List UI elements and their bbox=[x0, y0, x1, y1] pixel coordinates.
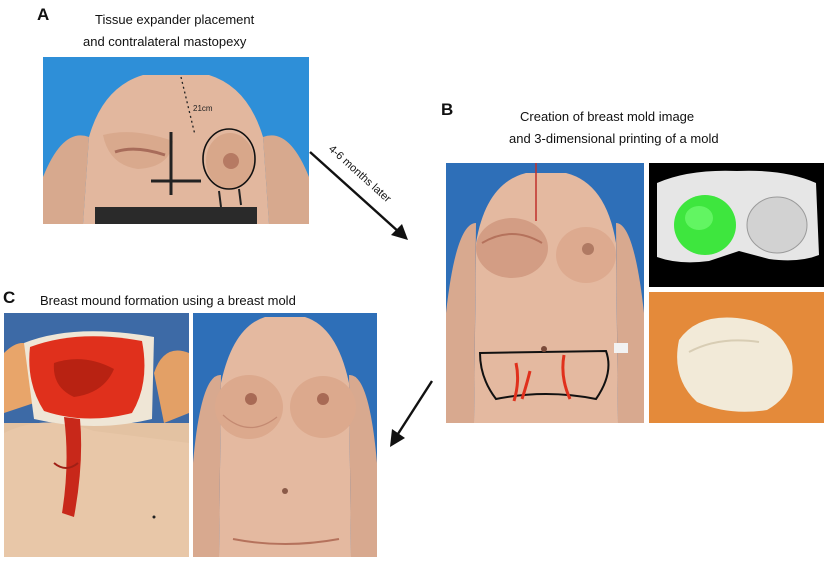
panel-b-3d-scan-image bbox=[649, 163, 824, 287]
panel-a-caption-line1: Tissue expander placement bbox=[95, 12, 255, 27]
panel-a-caption-line2: and contralateral mastopexy bbox=[83, 34, 247, 49]
panel-b-photo-preoperative-markings bbox=[446, 163, 644, 423]
panel-c-caption: Breast mound formation using a breast mo… bbox=[40, 293, 296, 308]
panel-c-postoperative-result-photo bbox=[193, 313, 377, 557]
panel-c-letter: C bbox=[3, 288, 16, 307]
arrow-b-to-c bbox=[390, 380, 434, 447]
panel-a-photo-expander-placement: 21cm bbox=[43, 57, 309, 224]
panel-b-letter: B bbox=[441, 100, 454, 119]
panel-a-letter: A bbox=[37, 5, 50, 24]
panel-b-printed-mold-photo bbox=[649, 292, 824, 423]
arrow-a-to-b bbox=[309, 151, 408, 240]
panel-b-caption-line2: and 3-dimensional printing of a mold bbox=[509, 131, 719, 146]
panel-c-intraoperative-photo bbox=[4, 313, 189, 557]
panel-b-caption-line1: Creation of breast mold image bbox=[520, 109, 695, 124]
panel-a-photo-annotation: 21cm bbox=[193, 104, 213, 113]
